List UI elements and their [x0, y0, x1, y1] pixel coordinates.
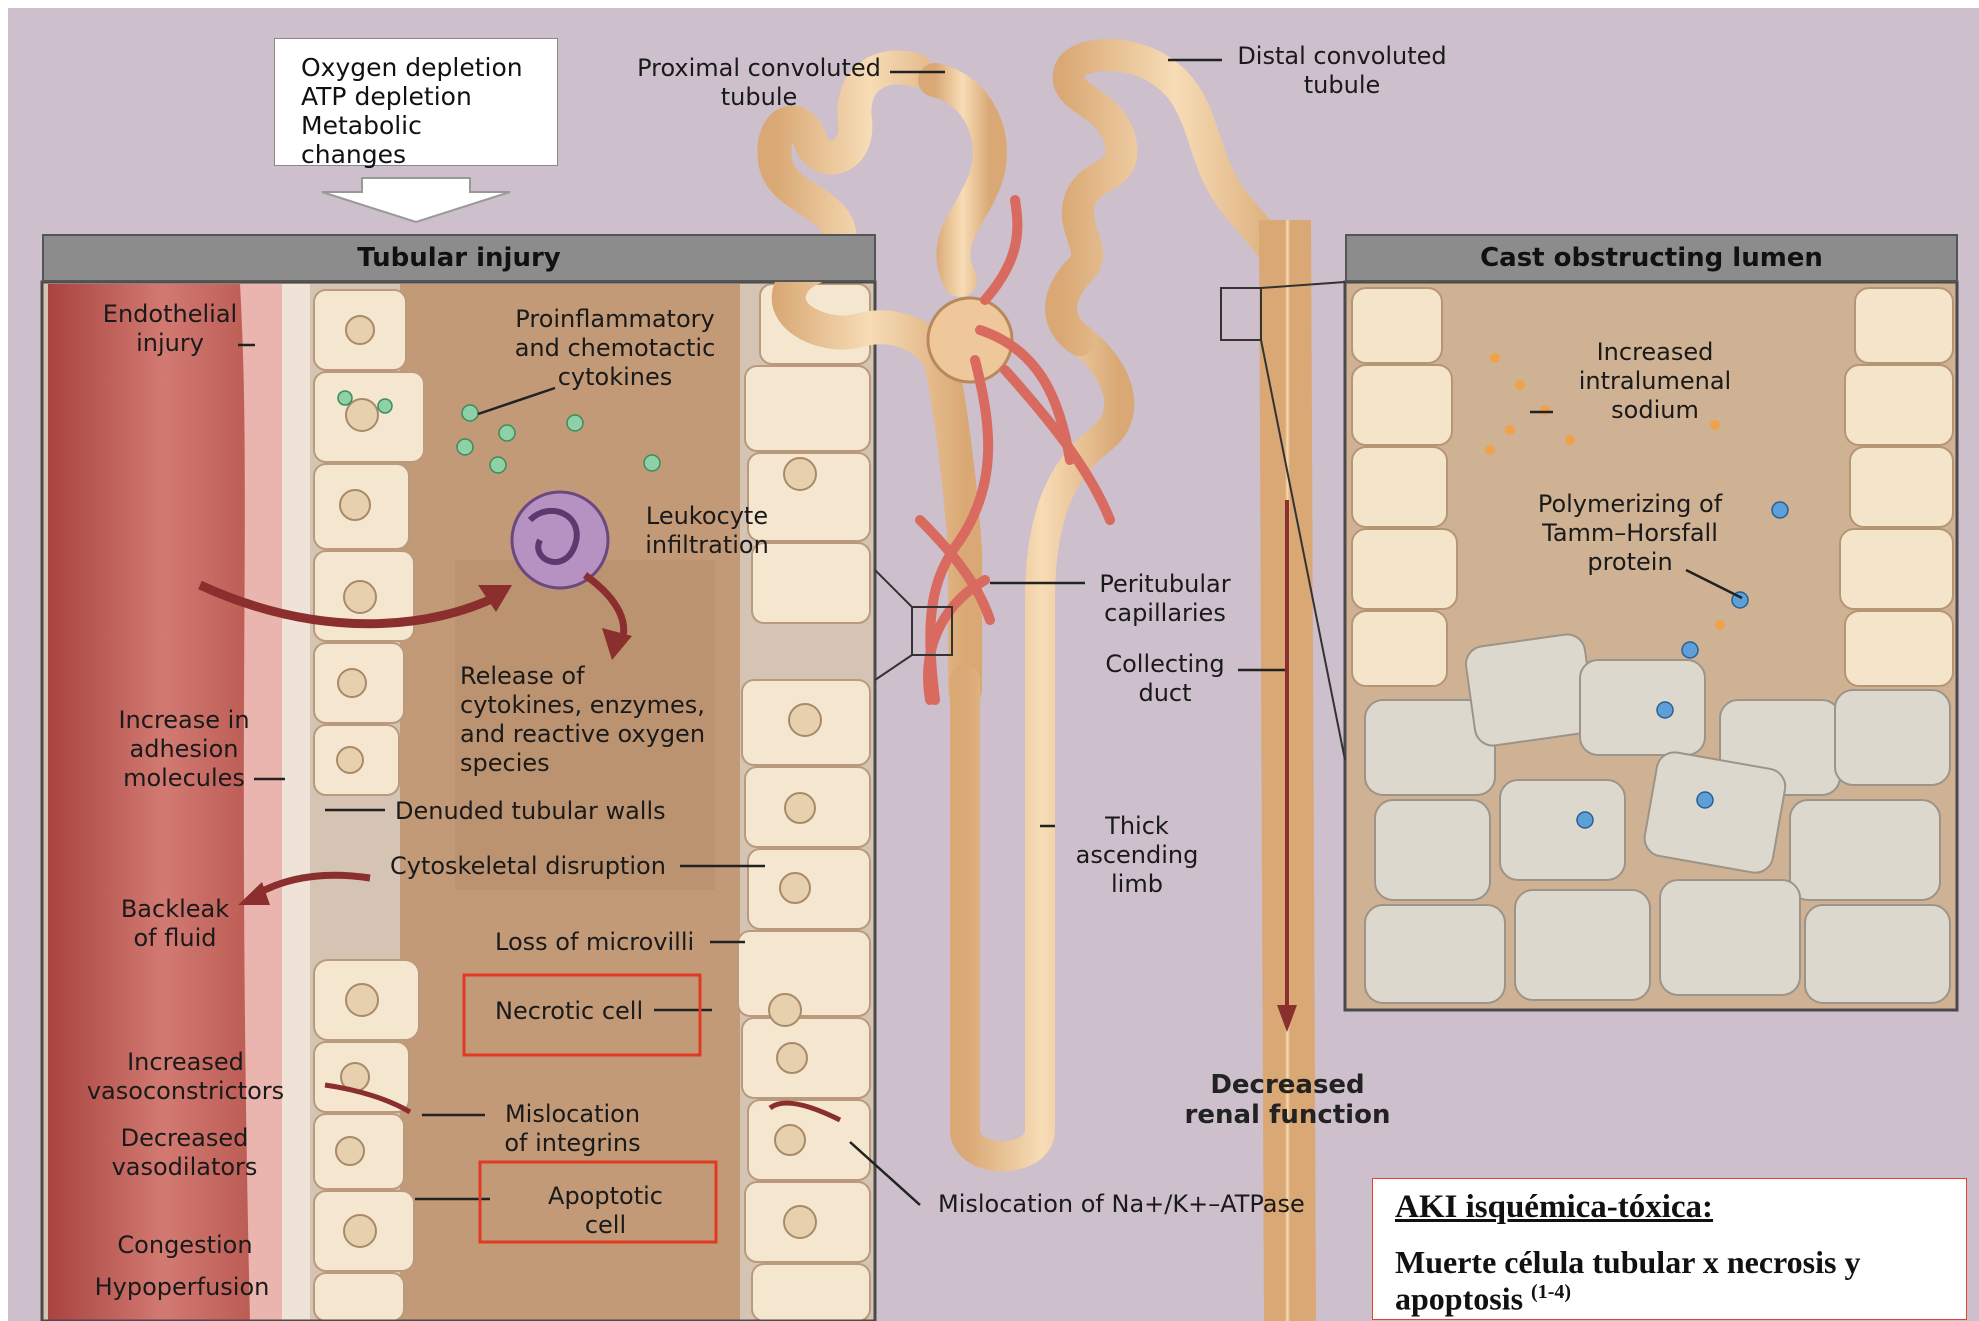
label-cytokines: Proinflammatory and chemotactic cytokine…: [500, 305, 730, 392]
label-apoptotic-cell: Apoptotic cell: [528, 1182, 683, 1240]
stress-box: Oxygen depletion ATP depletion Metabolic…: [274, 38, 558, 166]
label-collecting-duct: Collecting duct: [1090, 650, 1240, 708]
label-na-k-atpase: Mislocation of Na+/K+–ATPase: [938, 1190, 1318, 1219]
caption-reference: (1-4): [1531, 1281, 1571, 1303]
label-leukocyte: Leukocyte infiltration: [632, 502, 782, 560]
caption-body: Muerte célula tubular x necrosis y apopt…: [1395, 1247, 1955, 1314]
cast-header: Cast obstructing lumen: [1345, 234, 1958, 282]
label-congestion: Congestion: [100, 1231, 270, 1260]
label-loss-microvilli: Loss of microvilli: [495, 928, 715, 957]
label-backleak: Backleak of fluid: [100, 895, 250, 953]
caption-box: AKI isquémica-tóxica: Muerte célula tubu…: [1372, 1178, 1967, 1320]
caption-title: AKI isquémica-tóxica:: [1395, 1189, 1713, 1226]
label-intralumenal-sodium: Increased intralumenal sodium: [1555, 338, 1755, 425]
leukocyte: [512, 492, 608, 588]
label-denuded-walls: Denuded tubular walls: [395, 797, 695, 826]
label-proximal-tubule: Proximal convoluted tubule: [624, 54, 894, 112]
label-vasoconstrictors: Increased vasoconstrictors: [78, 1048, 293, 1106]
label-tamm-horsfall: Polymerizing of Tamm–Horsfall protein: [1520, 490, 1740, 577]
label-adhesion-molecules: Increase in adhesion molecules: [104, 706, 264, 793]
label-integrins: Mislocation of integrins: [480, 1100, 665, 1158]
label-vasodilators: Decreased vasodilators: [92, 1124, 277, 1182]
label-distal-tubule: Distal convoluted tubule: [1222, 42, 1462, 100]
label-thick-limb: Thick ascending limb: [1062, 812, 1212, 899]
label-cytoskeletal: Cytoskeletal disruption: [390, 852, 690, 881]
tubular-injury-header: Tubular injury: [42, 234, 876, 282]
label-release: Release of cytokines, enzymes, and react…: [460, 662, 730, 778]
label-hypoperfusion: Hypoperfusion: [82, 1273, 282, 1302]
stress-box-text: Oxygen depletion ATP depletion Metabolic…: [275, 39, 557, 183]
label-necrotic-cell: Necrotic cell: [495, 997, 675, 1026]
label-endothelial-injury: Endothelial injury: [90, 300, 250, 358]
label-peritubular: Peritubular capillaries: [1090, 570, 1240, 628]
caption-text: Muerte célula tubular x necrosis y apopt…: [1395, 1244, 1860, 1317]
label-decreased-renal-function: Decreased renal function: [1170, 1070, 1405, 1130]
